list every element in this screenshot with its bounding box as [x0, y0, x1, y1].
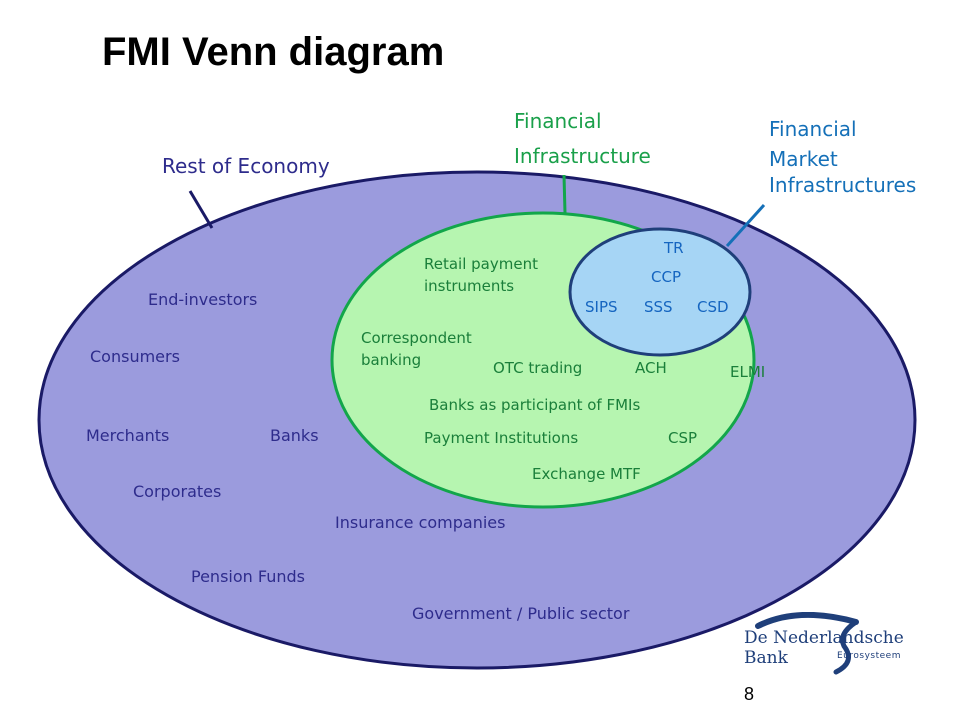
dnb-logo-mark-icon — [755, 612, 859, 675]
csp-label: CSP — [668, 429, 698, 447]
retail-line-1: Retail payment — [424, 255, 538, 273]
consumers-label: Consumers — [90, 347, 180, 366]
retail-payment-instruments-label: Retail payment instruments — [424, 255, 538, 295]
elmi-label: ELMI — [730, 363, 766, 381]
dnb-logo: De Nederlandsche Bank Eurosysteem — [738, 612, 938, 676]
pension-funds-label: Pension Funds — [191, 567, 305, 586]
fmi-connector — [725, 203, 766, 248]
financial-market-infrastructures-label: Financial Market Infrastructures — [769, 114, 916, 200]
correspondent-line-1: Correspondent — [361, 329, 472, 347]
end-investors-label: End-investors — [148, 290, 258, 309]
correspondent-line-2: banking — [361, 351, 422, 369]
exchange-mtf-label: Exchange MTF — [532, 465, 641, 483]
insurance-companies-label: Insurance companies — [335, 513, 506, 532]
sips-label: SIPS — [585, 298, 618, 316]
ach-label: ACH — [635, 359, 667, 377]
fmi-ellipse — [568, 227, 752, 357]
payment-institutions-label: Payment Institutions — [424, 429, 579, 447]
financial-infrastructure-label: Financial Infrastructure — [514, 104, 651, 174]
government-public-sector-label: Government / Public sector — [412, 604, 630, 623]
fmi-label-line-3: Infrastructures — [769, 173, 917, 197]
retail-line-2: instruments — [424, 277, 515, 295]
fmi-label-line-1: Financial — [769, 117, 857, 141]
fmi-label-line-2: Market — [769, 147, 838, 171]
banks-label: Banks — [270, 426, 319, 445]
dnb-logo-name: De Nederlandsche Bank — [744, 628, 904, 668]
tr-label: TR — [664, 239, 684, 257]
sss-label: SSS — [644, 298, 673, 316]
dnb-logo-subtitle: Eurosysteem — [837, 651, 901, 661]
otc-trading-label: OTC trading — [493, 359, 583, 377]
corporates-label: Corporates — [133, 482, 222, 501]
page-number: 8 — [744, 684, 755, 704]
merchants-label: Merchants — [86, 426, 170, 445]
csd-label: CSD — [697, 298, 729, 316]
slide-title: FMI Venn diagram — [102, 30, 445, 74]
rest-of-economy-connector — [188, 190, 214, 229]
banks-participant-label: Banks as participant of FMIs — [429, 396, 641, 414]
financial-infrastructure-label-line-1: Financial — [514, 109, 602, 133]
correspondent-banking-label: Correspondent banking — [361, 329, 472, 369]
financial-infrastructure-label-line-2: Infrastructure — [514, 144, 651, 168]
rest-of-economy-label: Rest of Economy — [162, 154, 330, 178]
financial-infrastructure-connector — [562, 174, 567, 214]
ccp-label: CCP — [651, 268, 681, 286]
